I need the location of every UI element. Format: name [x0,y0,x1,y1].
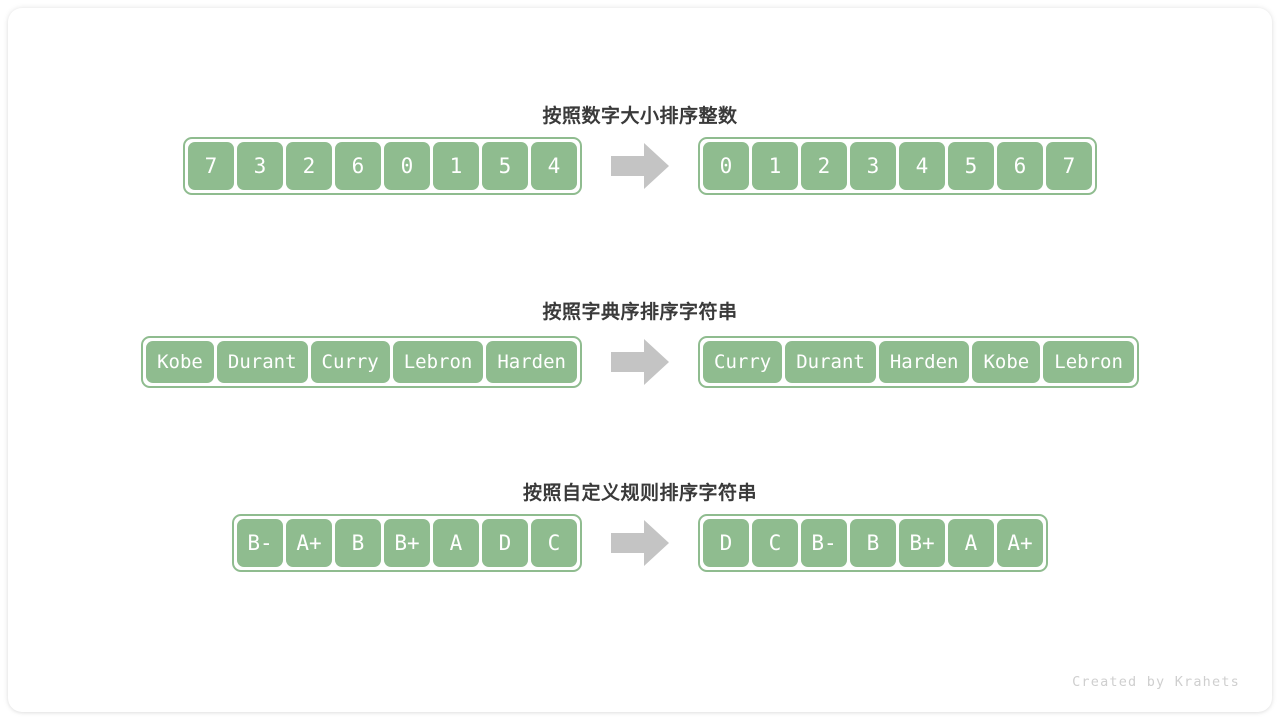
array-cell: Durant [785,341,876,383]
section-title-3: 按照自定义规则排序字符串 [522,483,757,504]
array-cell: 6 [335,142,381,190]
array-cell: B- [237,519,283,567]
section-title-2: 按照字典序排序字符串 [542,302,738,323]
arrow-wrap-3 [582,520,698,566]
array-cell: Durant [216,341,308,383]
array-cell: B- [801,519,847,567]
array-cell: D [482,519,528,567]
array-cell: 5 [948,142,994,190]
array-cell: 7 [188,142,234,190]
arrow-wrap-2 [582,339,698,385]
array-cell: A [433,519,479,567]
array-cell: Curry [310,341,390,383]
array-cell: A+ [286,519,332,567]
array-cell: B [850,519,896,567]
right-arrow-icon [611,143,669,189]
array-cell: 4 [899,142,945,190]
credit-footer: Created by Krahets [1072,674,1240,690]
array-cell: 7 [1046,142,1092,190]
array-cell: C [752,519,798,567]
array-cell: 2 [801,142,847,190]
section-title-1: 按照数字大小排序整数 [542,106,738,127]
array-cell: Curry [703,341,783,383]
array-cell: C [531,519,577,567]
array-cell: 0 [384,142,430,190]
array-cell: 3 [237,142,283,190]
array-cell: 3 [850,142,896,190]
arrow-wrap-1 [582,143,698,189]
array-cell: Lebron [1043,341,1134,383]
array-cell: A+ [997,519,1043,567]
array-cell: 5 [482,142,528,190]
array-cell: Lebron [392,341,484,383]
right-arrow-icon [611,339,669,385]
array-cell: 1 [752,142,798,190]
array-cell: 4 [531,142,577,190]
array-cell: 6 [997,142,1043,190]
array-cell: Harden [486,341,577,383]
array-cell: Kobe [972,341,1041,383]
right-arrow-icon [611,520,669,566]
array-cell: B+ [899,519,945,567]
array-cell: A [948,519,994,567]
array-cell: 0 [703,142,749,190]
array-cell: B+ [384,519,430,567]
array-cell: D [703,519,749,567]
array-cell: 2 [286,142,332,190]
array-cell: Harden [878,341,970,383]
array-cell: 1 [433,142,479,190]
array-cell: B [335,519,381,567]
array-cell: Kobe [146,341,214,383]
